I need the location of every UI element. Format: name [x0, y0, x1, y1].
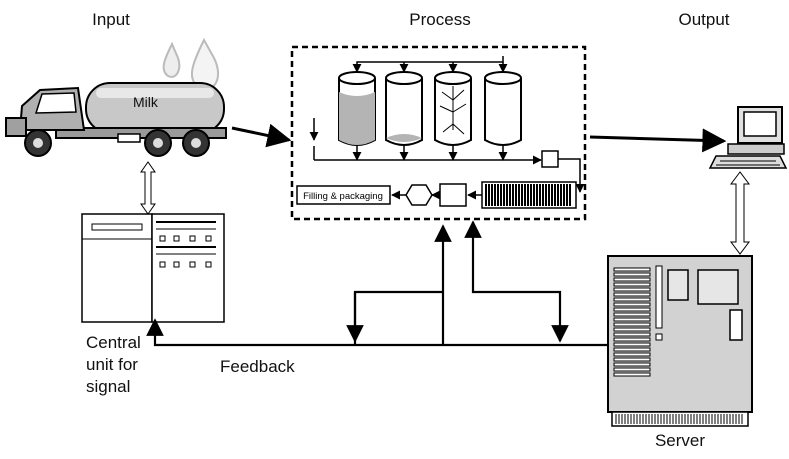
milk-truck-icon: [5, 37, 227, 157]
server-label: Server: [654, 431, 706, 450]
feedback-label: Feedback: [220, 357, 295, 376]
output-header: Output: [678, 10, 730, 29]
milk-label: Milk: [133, 94, 158, 110]
tank-icon: [434, 71, 472, 146]
central-unit-icon: [81, 213, 225, 323]
packaging-label: Filling & packaging: [303, 191, 383, 202]
pump-box: [541, 150, 559, 168]
tank-icon: [484, 71, 522, 146]
central-unit-label-line1: Central: [86, 333, 141, 352]
process-internals: [309, 56, 585, 209]
central-unit-label-line3: signal: [86, 377, 131, 396]
output-arrow: [589, 128, 727, 153]
filter-icon: [405, 184, 433, 206]
input-header: Input: [92, 10, 130, 29]
feedback-lines: [146, 220, 608, 347]
tank-icon: [338, 71, 376, 146]
central-unit-label-line2: unit for: [86, 355, 138, 374]
packaging-box: [296, 185, 391, 205]
input-arrow: [231, 123, 292, 148]
process-unit-box: [439, 183, 467, 207]
computer-icon: [708, 106, 788, 169]
computer-server-link: [730, 171, 750, 255]
process-header: Process: [409, 10, 471, 29]
heat-exchanger-icon: [481, 181, 577, 209]
server-icon: [607, 255, 753, 427]
truck-unit-link: [140, 161, 156, 215]
tank-icon: [385, 71, 423, 146]
